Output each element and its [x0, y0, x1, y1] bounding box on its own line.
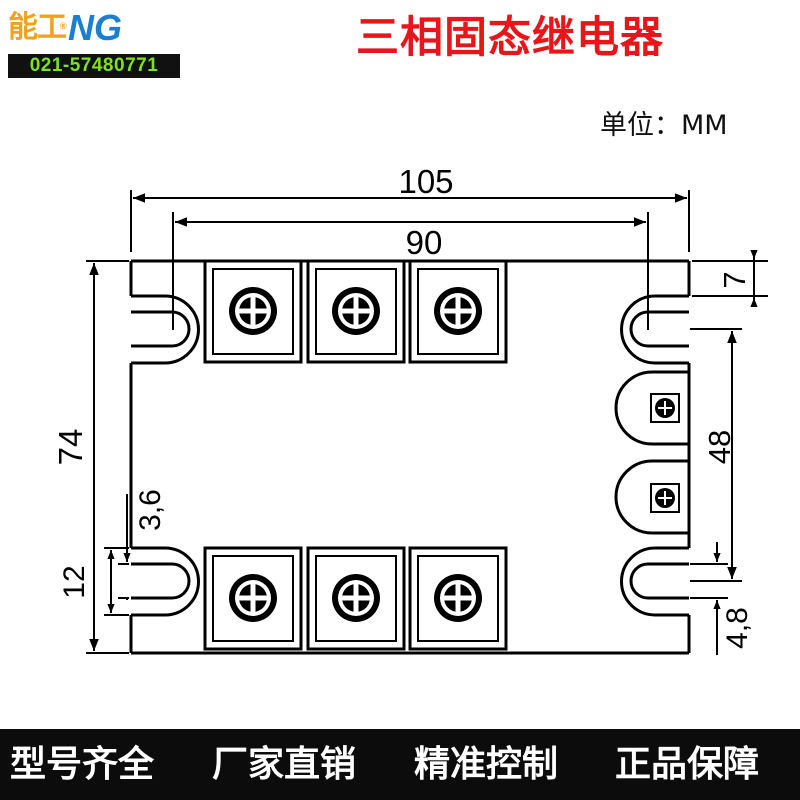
power-terminal-1 [203, 259, 303, 364]
power-terminal-6 [408, 546, 508, 651]
dim-label-overall-width: 105 [398, 163, 453, 200]
right-side-features [614, 294, 689, 617]
power-terminal-2 [306, 259, 406, 364]
dim-label-hole-spacing-x: 90 [406, 224, 443, 261]
power-terminal-3 [408, 259, 508, 364]
power-terminals [203, 259, 508, 651]
footer-slogan-2: 厂家直销 [212, 744, 357, 785]
dimension-lines [86, 190, 768, 655]
mount-slot-top-left-inner [131, 310, 191, 348]
mount-slot-top-left [131, 294, 200, 365]
left-mounting-slots [131, 294, 200, 617]
dim-label-slot-height: 12 [58, 565, 91, 598]
power-terminal-5 [306, 546, 406, 651]
logo-ng-text: ®NG [60, 7, 122, 48]
power-terminal-4 [203, 546, 303, 651]
mount-slot-bottom-left-inner [131, 562, 191, 600]
dim-label-slot-bottom-width: 4,8 [721, 607, 754, 649]
brand-logo: 能工 ®NG 021-57480771 [8, 6, 180, 78]
phone-number: 021-57480771 [8, 54, 180, 78]
control-terminal-housing-1 [614, 370, 689, 446]
dim-label-slot-width: 3,6 [134, 489, 167, 531]
dimension-labels: 105 90 7 74 48 3,6 12 4,8 [52, 163, 754, 649]
mount-slot-bottom-right-inner [629, 562, 689, 600]
relay-dimension-drawing: 105 90 7 74 48 3,6 12 4,8 [52, 163, 768, 655]
footer-slogan-1: 型号齐全 [10, 744, 155, 785]
mount-slot-top-right [620, 294, 689, 365]
dim-label-top-to-slot: 7 [717, 271, 752, 288]
logo-ng-letters: NG [68, 7, 122, 48]
control-terminal-housing-2 [614, 459, 689, 535]
dim-label-hole-spacing-y: 48 [702, 430, 737, 464]
dim-label-overall-height: 74 [52, 429, 89, 466]
page-title: 三相固态继电器 [356, 13, 664, 63]
mount-slot-top-right-inner [629, 310, 689, 348]
footer-banner: 型号齐全 厂家直销 精准控制 正品保障 [0, 729, 800, 800]
registered-mark: ® [60, 21, 67, 31]
unit-label: 单位：MM [600, 110, 728, 141]
footer-slogan-3: 精准控制 [414, 744, 559, 785]
footer-slogan-4: 正品保障 [615, 744, 760, 785]
control-terminal-screws [650, 393, 680, 513]
logo-chinese-text: 能工 [8, 10, 67, 45]
mount-slot-bottom-right [620, 546, 689, 617]
mount-slot-bottom-left [131, 546, 200, 617]
